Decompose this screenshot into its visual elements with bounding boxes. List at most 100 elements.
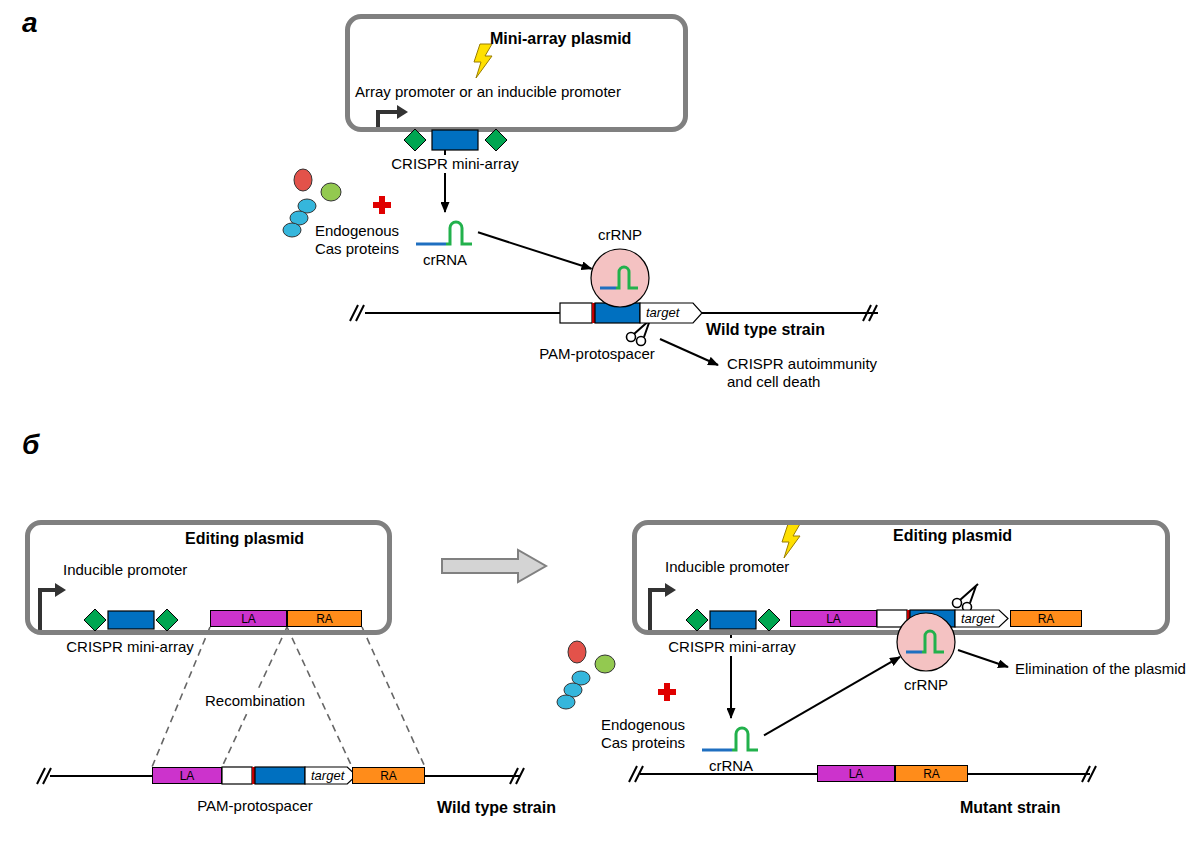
chromosome-part bbox=[863, 305, 877, 321]
chromosome-part bbox=[510, 768, 524, 784]
arm-label: LA bbox=[826, 613, 841, 625]
target-arrow: target bbox=[640, 303, 702, 323]
crrna-node: crRNA bbox=[698, 718, 764, 776]
plus-sign bbox=[658, 683, 676, 701]
crispr-mini-array bbox=[84, 609, 178, 631]
crrnp-label: crRNP bbox=[896, 676, 956, 693]
promoter-label: Inducible promoter bbox=[665, 558, 789, 575]
promoter-label: Array promoter or an inducible promoter bbox=[355, 83, 621, 100]
outcome-arrow bbox=[660, 339, 718, 365]
repeat-hairpin bbox=[446, 222, 472, 244]
chromosome-part bbox=[1082, 766, 1096, 782]
crispr-mini-array-part bbox=[84, 609, 106, 631]
crispr-mini-array-part bbox=[108, 611, 154, 629]
left-arm-box: LA bbox=[210, 610, 287, 627]
chromosome-part bbox=[255, 767, 305, 784]
outcome-arrow bbox=[958, 650, 1008, 667]
crispr-mini-array bbox=[686, 609, 780, 631]
promoter-arrow-part bbox=[665, 583, 676, 597]
flow-arrow bbox=[764, 657, 900, 735]
panel-letter: a bbox=[22, 6, 38, 40]
arm-label: RA bbox=[1038, 613, 1055, 625]
plasmid-title: Editing plasmid bbox=[185, 530, 304, 548]
chromosome-part bbox=[222, 767, 252, 784]
promoter-label: Inducible promoter bbox=[63, 561, 187, 578]
crispr-mini-array-part bbox=[485, 129, 507, 151]
protein-label: Endogenous Cas proteins bbox=[307, 222, 407, 258]
arm-label: LA bbox=[180, 770, 195, 782]
crispr-mini-array-part bbox=[432, 130, 478, 150]
right-arm-box: RA bbox=[895, 765, 968, 782]
crispr-mini-array-part bbox=[686, 609, 708, 631]
crrna-hairpin bbox=[414, 216, 476, 250]
plasmid-box: LA RA Editing plasmidInducible promoter bbox=[25, 520, 392, 635]
induction-bolt bbox=[474, 44, 492, 78]
repeat-hairpin bbox=[922, 631, 944, 652]
crrna-hairpin bbox=[700, 722, 762, 756]
scissors bbox=[953, 584, 979, 612]
repeat-hairpin bbox=[616, 267, 638, 288]
crrna-label: crRNA bbox=[698, 757, 764, 774]
chromosome bbox=[37, 767, 524, 784]
spacer-strand bbox=[416, 243, 446, 246]
promoter-arrow-part bbox=[40, 590, 56, 632]
arm-label: RA bbox=[380, 770, 397, 782]
site-label: PAM-protospacer bbox=[197, 797, 313, 815]
process-label: Recombination bbox=[202, 692, 308, 710]
plasmid-title: Mini-array plasmid bbox=[490, 30, 631, 48]
left-arm-box: LA bbox=[817, 765, 895, 782]
plasmid-title: Editing plasmid bbox=[893, 527, 1012, 545]
spacer-strand bbox=[906, 651, 922, 654]
recombination-line bbox=[362, 627, 425, 767]
target-label: target bbox=[311, 769, 344, 783]
strain-label: Mutant strain bbox=[960, 798, 1060, 817]
crispr-mini-array-part bbox=[404, 129, 426, 151]
promoter-arrow bbox=[650, 583, 676, 632]
promoter-arrow bbox=[378, 105, 408, 130]
target-outline bbox=[305, 767, 356, 784]
transition-arrow bbox=[442, 550, 546, 582]
crrnp-circle bbox=[590, 248, 650, 308]
spacer-strand bbox=[600, 287, 616, 290]
crrnp-circle bbox=[896, 612, 956, 672]
right-arm-box: RA bbox=[1010, 610, 1082, 627]
arm-label: LA bbox=[849, 768, 864, 780]
outcome-label: Elimination of the plasmid bbox=[1015, 660, 1186, 678]
strain-label: Wild type strain bbox=[706, 320, 825, 339]
crrnp-circle bbox=[591, 249, 649, 307]
array-label: CRISPR mini-array bbox=[63, 638, 197, 656]
cas-proteins bbox=[557, 641, 615, 709]
target-label: target bbox=[961, 612, 994, 626]
target-arrow: target bbox=[305, 767, 356, 784]
arm-label: RA bbox=[923, 768, 940, 780]
crrna-label: crRNA bbox=[412, 251, 478, 268]
array-label: CRISPR mini-array bbox=[388, 155, 522, 173]
plus-sign bbox=[373, 196, 391, 214]
crrnp-label: crRNP bbox=[590, 226, 650, 243]
repeat-hairpin bbox=[732, 728, 758, 750]
crispr-mini-array-part bbox=[710, 611, 756, 629]
chromosome-part bbox=[560, 303, 592, 323]
promoter-arrow bbox=[40, 583, 66, 632]
plasmid-box: LA target RA Editing plasmidInducible promo… bbox=[632, 520, 1170, 635]
plasmid-box: Mini-array plasmidArray promoter or an i… bbox=[345, 14, 688, 132]
target-outline bbox=[640, 303, 702, 323]
chromosome bbox=[629, 766, 1096, 782]
right-arm-box: RA bbox=[287, 610, 362, 627]
promoter-arrow-part bbox=[397, 105, 408, 119]
arm-label: LA bbox=[241, 613, 256, 625]
protein-label: Endogenous Cas proteins bbox=[593, 716, 693, 752]
promoter-arrow-part bbox=[55, 583, 66, 597]
crrnp-circle bbox=[897, 613, 955, 671]
arm-label: RA bbox=[316, 613, 333, 625]
crrnp-complex: crRNP bbox=[896, 612, 956, 698]
target-outline bbox=[955, 610, 1008, 627]
promoter-arrow-part bbox=[650, 590, 666, 632]
left-arm-box: LA bbox=[152, 767, 222, 784]
left-arm-box: LA bbox=[790, 610, 877, 627]
array-label: CRISPR mini-array bbox=[665, 638, 799, 656]
